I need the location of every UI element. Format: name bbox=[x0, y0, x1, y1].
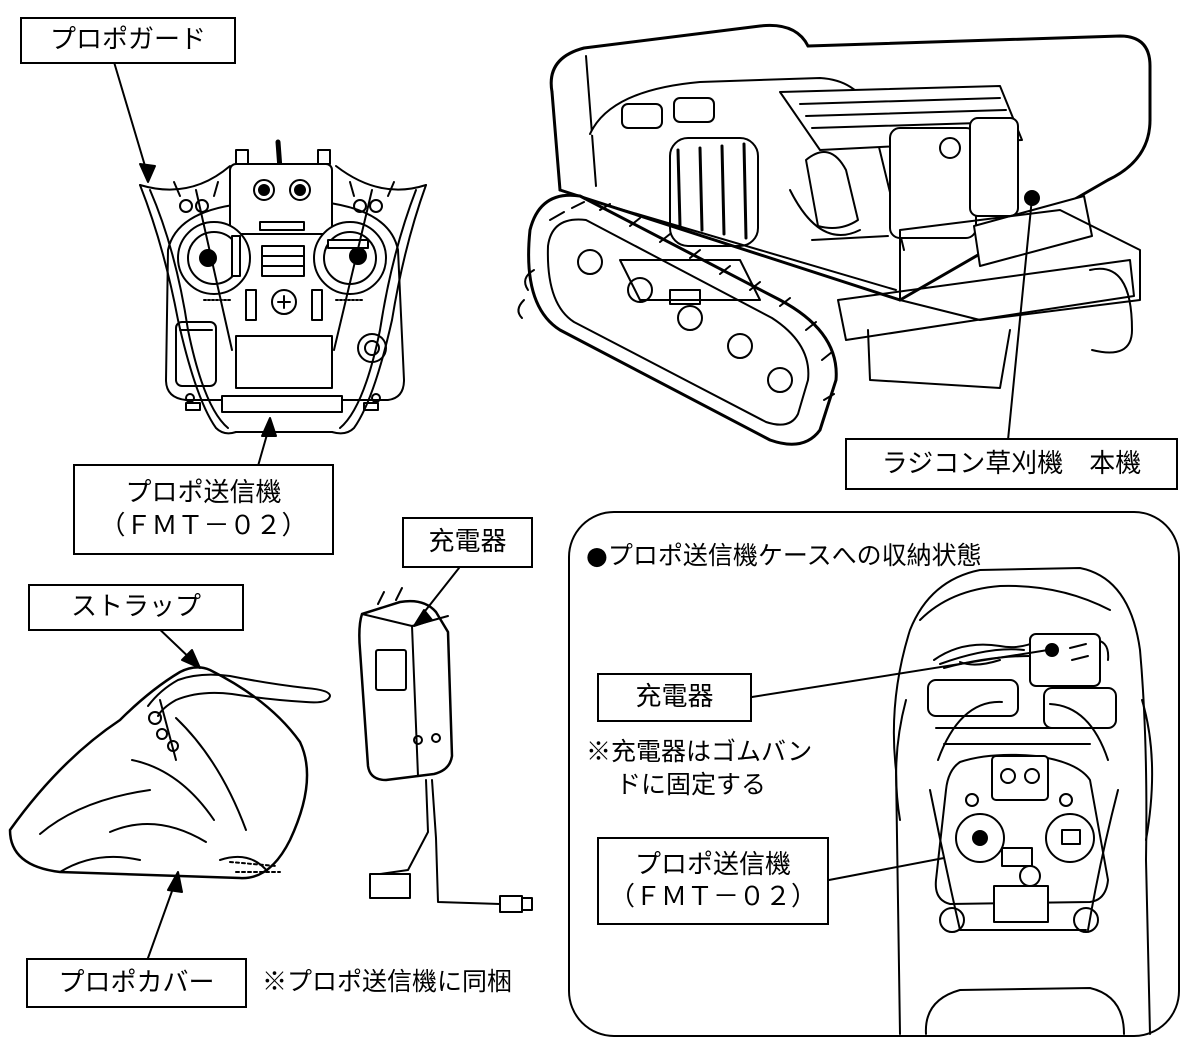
transmitter-label-line2: （ＦＭＴ－０２） bbox=[99, 510, 308, 541]
mower-illustration bbox=[517, 23, 1152, 446]
storage-charger-text: 充電器 bbox=[635, 682, 714, 713]
propo-cover-text: プロポカバー bbox=[58, 967, 215, 998]
propo-guard-label: プロポガード bbox=[20, 17, 236, 64]
storage-panel-title: ●プロポ送信機ケースへの収納状態 bbox=[586, 541, 982, 570]
mower-unit-text: ラジコン草刈機 本機 bbox=[881, 448, 1142, 479]
strap-label: ストラップ bbox=[28, 584, 244, 631]
propo-cover-label: プロポカバー bbox=[26, 958, 247, 1008]
bundled-note: ※プロポ送信機に同梱 bbox=[262, 967, 513, 996]
storage-charger-label: 充電器 bbox=[597, 673, 752, 722]
charger-illustration bbox=[358, 587, 533, 913]
storage-transmitter-line1: プロポ送信機 bbox=[634, 849, 791, 880]
transmitter-label: プロポ送信機 （ＦＭＴ－０２） bbox=[73, 464, 334, 555]
storage-charger-note-line1: ※充電器はゴムバン bbox=[586, 737, 813, 766]
storage-state-panel bbox=[568, 511, 1180, 1037]
charger-text: 充電器 bbox=[428, 527, 507, 558]
storage-case-illustration bbox=[892, 567, 1154, 1035]
charger-label: 充電器 bbox=[402, 517, 533, 568]
storage-charger-note-line2: ドに固定する bbox=[616, 770, 767, 799]
transmitter-label-line1: プロポ送信機 bbox=[125, 478, 282, 508]
storage-transmitter-line2: （ＦＭＴ－０２） bbox=[608, 882, 817, 912]
mower-unit-label: ラジコン草刈機 本機 bbox=[845, 438, 1178, 490]
storage-transmitter-label: プロポ送信機 （ＦＭＴ－０２） bbox=[597, 837, 829, 925]
cover-illustration bbox=[8, 666, 331, 880]
strap-text: ストラップ bbox=[70, 592, 201, 623]
propo-guard-text: プロポガード bbox=[49, 25, 206, 56]
leader-lines bbox=[113, 61, 1059, 959]
transmitter-illustration bbox=[139, 139, 427, 435]
